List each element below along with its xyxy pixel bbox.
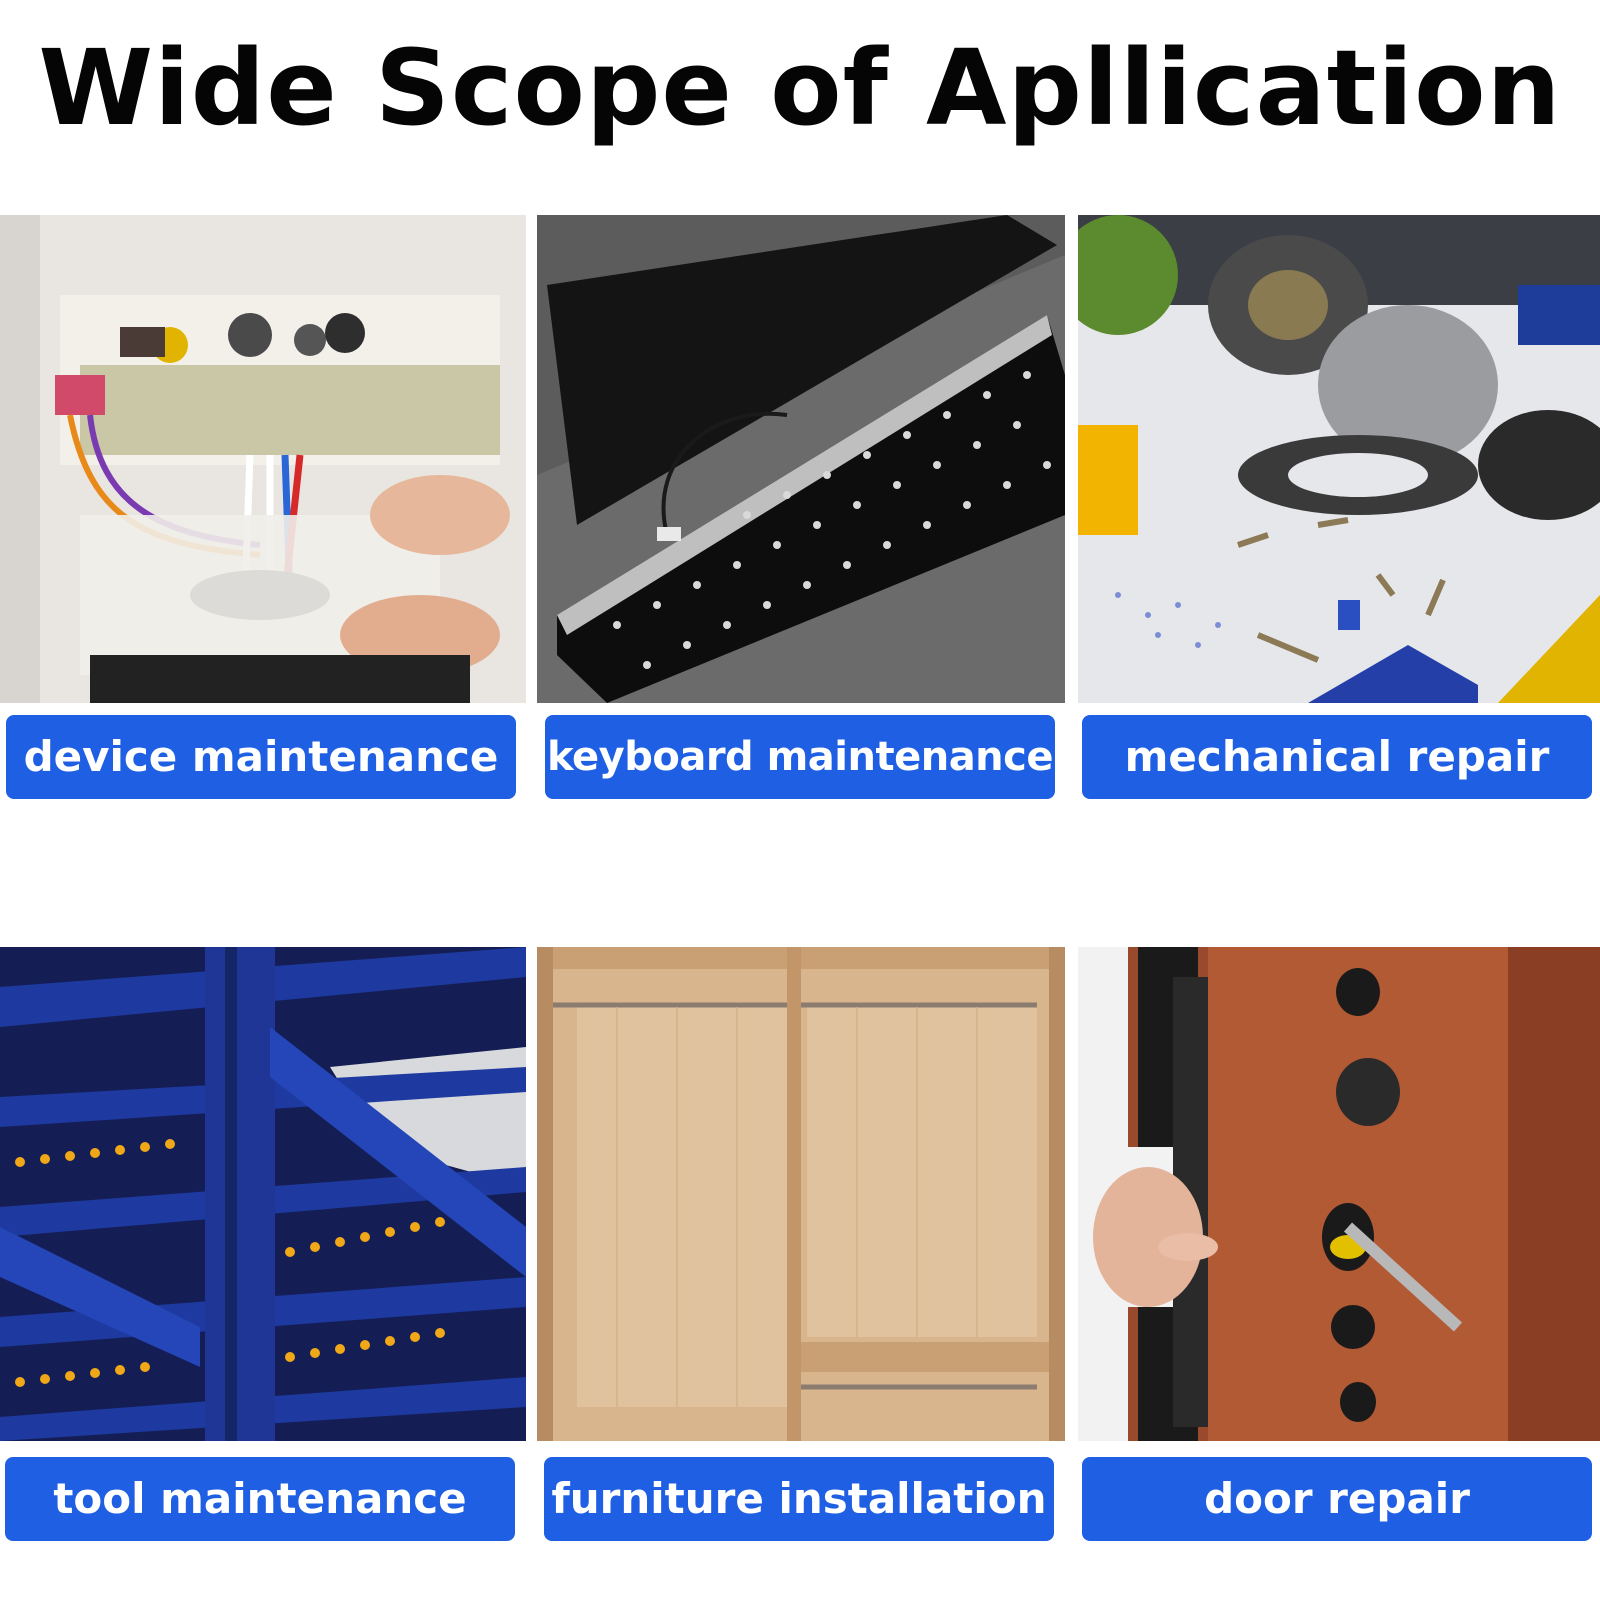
label-device-maintenance: device maintenance	[6, 715, 516, 799]
label-door-repair: door repair	[1082, 1457, 1592, 1541]
page-title: Wide Scope of Apllication	[38, 27, 1562, 149]
label-keyboard-maintenance: keyboard maintenance	[545, 715, 1055, 799]
photo-furniture-installation	[537, 947, 1065, 1441]
label-mechanical-repair: mechanical repair	[1082, 715, 1592, 799]
label-furniture-installation: furniture installation	[544, 1457, 1054, 1541]
photo-keyboard-maintenance	[537, 215, 1065, 703]
photo-door-repair	[1078, 947, 1600, 1441]
photo-device-maintenance	[0, 215, 526, 703]
photo-tool-maintenance	[0, 947, 526, 1441]
photo-mechanical-repair	[1078, 215, 1600, 703]
label-tool-maintenance: tool maintenance	[5, 1457, 515, 1541]
